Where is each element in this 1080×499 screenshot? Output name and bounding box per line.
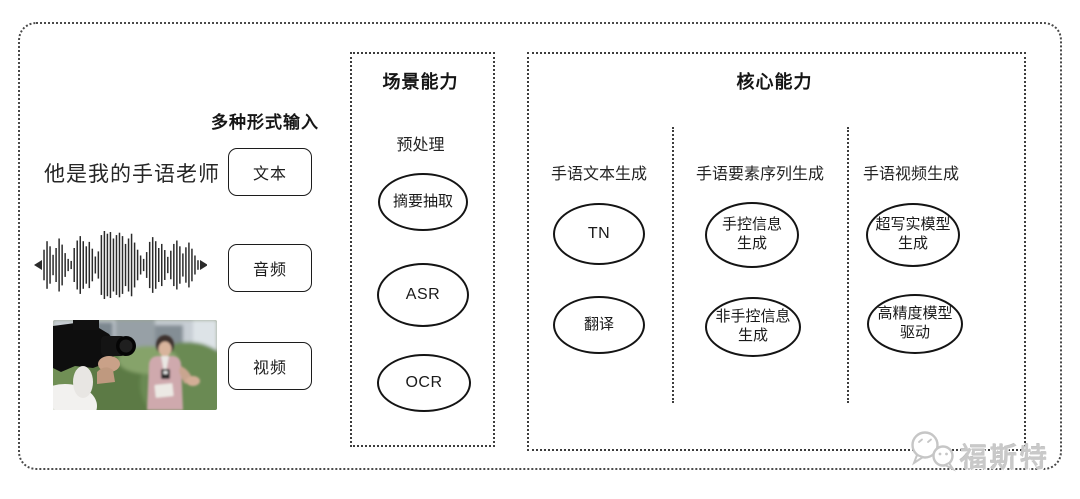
video-thumbnail-photo (53, 320, 217, 410)
node-high-precision-model-driving-label: 高精度模型驱动 (877, 305, 953, 341)
node-ocr-label: OCR (405, 374, 443, 391)
watermark-text: 福斯特 (960, 443, 1050, 473)
node-manual-info-generation: 手控信息生成 (705, 202, 799, 268)
input-box-text: 文本 (228, 148, 312, 196)
node-ocr: OCR (377, 354, 471, 412)
input-section-title: 多种形式输入 (211, 113, 319, 132)
core-column-divider-1 (672, 127, 674, 403)
node-non-manual-info-generation-label: 非手控信息生成 (715, 308, 791, 344)
node-tn-label: TN (587, 225, 611, 242)
preprocess-label: 预处理 (396, 137, 445, 154)
node-translation-label: 翻译 (583, 315, 614, 333)
node-manual-info-generation-label: 手控信息生成 (721, 216, 782, 252)
camera-scene-graphic (53, 320, 217, 410)
input-box-video-label: 视频 (252, 360, 287, 377)
scene-box-title: 场景能力 (382, 72, 459, 92)
input-box-audio: 音频 (228, 244, 312, 292)
chat-bubbles-icon (911, 431, 956, 472)
outer-frame (18, 22, 1062, 470)
node-hyperrealistic-model-generation-label: 超写实模型生成 (875, 216, 951, 252)
node-translation: 翻译 (553, 296, 645, 354)
node-tn: TN (553, 203, 645, 265)
node-hyperrealistic-model-generation: 超写实模型生成 (866, 203, 960, 267)
audio-waveform-icon (34, 231, 207, 299)
col-header-sl-text-generation: 手语文本生成 (550, 166, 648, 183)
core-box-title: 核心能力 (736, 72, 813, 92)
node-summary-extraction: 摘要抽取 (378, 173, 468, 231)
node-non-manual-info-generation: 非手控信息生成 (705, 297, 801, 357)
sample-sentence-text: 他是我的手语老师 (44, 163, 220, 186)
core-capability-box (527, 52, 1026, 451)
input-box-text-label: 文本 (252, 166, 287, 183)
node-summary-extraction-label: 摘要抽取 (392, 192, 453, 210)
col-header-sl-element-sequence-generation: 手语要素序列生成 (695, 166, 825, 183)
input-box-audio-label: 音频 (252, 262, 287, 279)
scene-capability-box (350, 52, 495, 447)
node-asr-label: ASR (405, 286, 441, 303)
core-column-divider-2 (847, 127, 849, 403)
node-asr: ASR (377, 263, 469, 327)
col-header-sl-video-generation: 手语视频生成 (862, 166, 960, 183)
input-box-video: 视频 (228, 342, 312, 390)
node-high-precision-model-driving: 高精度模型驱动 (867, 294, 963, 354)
